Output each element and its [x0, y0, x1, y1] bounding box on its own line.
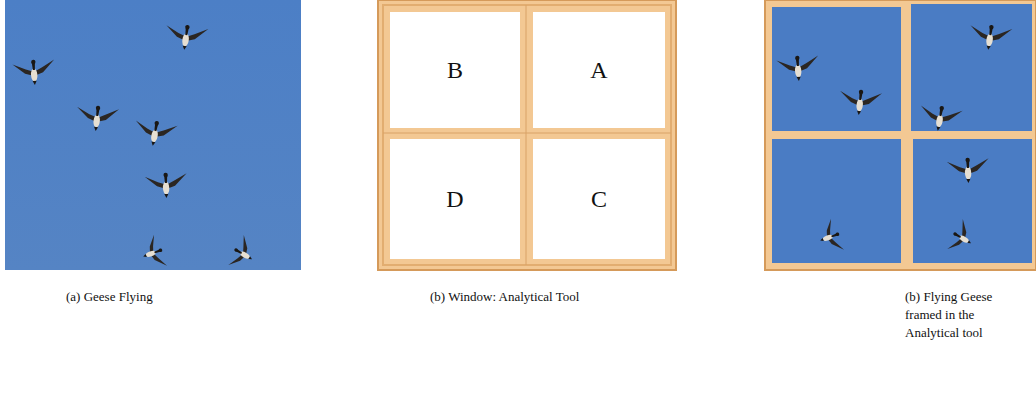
goose: [945, 219, 979, 258]
goose: [12, 58, 56, 86]
window-frame: [378, 0, 676, 270]
window-pane: A: [533, 12, 665, 128]
window-pane: B: [390, 12, 520, 128]
goose: [917, 102, 963, 134]
goose: [132, 117, 178, 149]
goose: [145, 172, 188, 199]
caption: (a) Geese Flying: [66, 288, 266, 306]
window-pane: D: [390, 139, 520, 259]
window-frame: [765, 0, 1036, 270]
goose: [226, 235, 260, 274]
window-frame-inner: [383, 5, 671, 265]
goose: [75, 104, 119, 133]
goose: [838, 88, 882, 117]
pane-letter: C: [591, 186, 607, 212]
caption: (b) Window: Analytical Tool: [430, 288, 650, 306]
caption: (b) Flying Geese framed in the Analytica…: [905, 288, 1017, 342]
pane-letter: B: [447, 57, 463, 83]
window-mullion: [526, 5, 527, 265]
pane-letter: D: [446, 186, 463, 212]
window-pane: [772, 7, 901, 131]
window-pane: [913, 139, 1032, 263]
pane-letter: A: [590, 57, 607, 83]
window-pane: [772, 139, 901, 263]
sky-panel: [5, 0, 301, 270]
goose: [947, 157, 990, 184]
window-transom: [383, 133, 671, 134]
goose: [814, 218, 844, 256]
window-pane: C: [533, 139, 665, 259]
goose: [967, 22, 1012, 53]
goose: [163, 22, 208, 53]
goose: [137, 234, 167, 272]
goose: [776, 54, 820, 82]
